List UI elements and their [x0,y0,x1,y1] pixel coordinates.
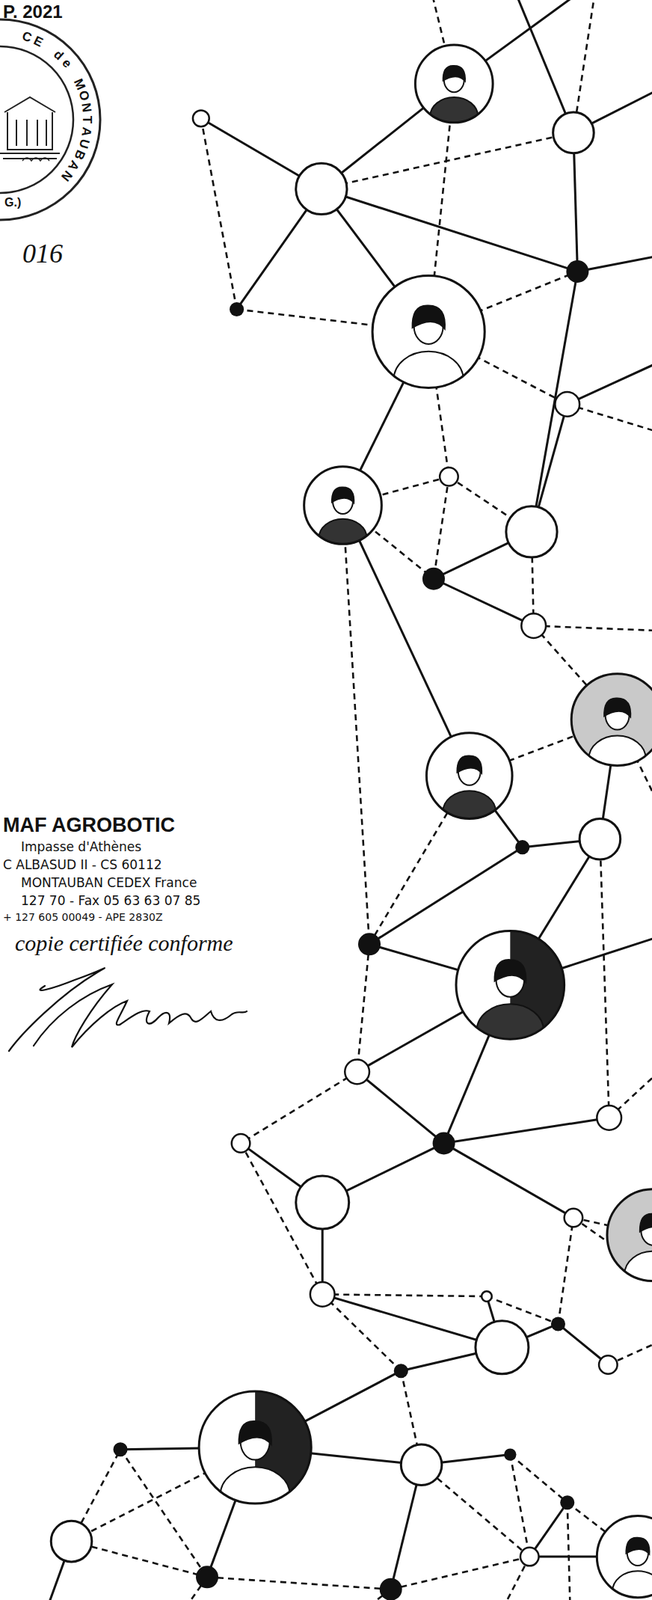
date-stamp: P. 2021 [2,1,63,23]
filled-dot [515,839,530,854]
solid-link [369,847,523,945]
open-node [553,112,595,154]
avatar-icon [571,673,652,782]
stamp-text: G.) [4,195,21,210]
filled-dot [195,1564,219,1588]
open-node [50,1520,92,1562]
stamp-text: CE de MONTAUBAN [0,0,150,225]
dashed-link [207,1576,392,1589]
avatar-icon [596,1514,652,1600]
open-node [564,1208,584,1227]
open-node [521,613,546,638]
filled-dot [432,1131,456,1154]
open-node [192,109,210,127]
open-node [481,1290,492,1302]
avatar-icon [456,930,565,1059]
dashed-link [599,838,609,1118]
registration-line: + 127 605 00049 - APE 2830Z [2,910,163,923]
handwritten-number: 016 [22,237,63,270]
avatar-icon [414,44,493,137]
stamp-building [0,97,60,161]
dashed-link [305,1588,391,1600]
open-node [310,1281,335,1307]
open-node [506,506,558,558]
open-node [598,1354,618,1374]
avatar-icon [607,1188,652,1297]
open-node [554,391,580,417]
dashed-link [343,504,370,944]
open-node [231,1133,251,1153]
filled-dot [394,1363,409,1378]
filled-dot [358,932,381,955]
filled-dot [112,1441,128,1456]
solid-link [321,188,578,272]
solid-link [444,1117,610,1143]
dashed-link [567,1502,572,1600]
dashed-link [567,403,652,449]
solid-link [444,1142,574,1218]
dashed-link [357,943,370,1072]
address-line: Impasse d'Athènes [20,838,142,854]
solid-link [567,336,652,404]
dashed-link [509,1454,530,1556]
dashed-link [533,625,652,634]
open-node [439,467,459,487]
dashed-link [240,1071,358,1144]
solid-link [322,1293,502,1347]
dashed-link [433,476,449,578]
solid-link [433,578,534,626]
filled-dot [422,567,445,590]
network-lines [30,0,652,1600]
open-node [579,817,621,860]
solid-link [577,245,652,272]
solid-link [357,1071,445,1144]
open-node [596,1105,622,1130]
filled-dot [560,1494,575,1509]
open-node [520,1547,540,1566]
filled-dot [503,1447,516,1460]
open-node [296,1175,350,1229]
solid-link [343,504,470,776]
filled-dot [566,260,589,283]
filled-dot [551,1315,566,1331]
address-line: 127 70 - Fax 05 63 63 07 85 [20,892,201,908]
avatar-icon [426,732,513,834]
dashed-link [201,118,238,309]
open-node [400,1443,442,1485]
stamp [0,19,101,220]
dashed-link [321,132,574,189]
address-line: MONTAUBAN CEDEX France [20,874,197,890]
dashed-link [486,1295,559,1324]
open-node [475,1320,529,1374]
stamp-ring [0,19,101,220]
dashed-link [509,1454,567,1503]
filled-dot [379,1577,403,1600]
filled-dot [229,302,244,317]
dashed-link [557,1217,573,1324]
avatar-icon [372,275,485,407]
dashed-link [322,1293,401,1370]
address-line: C ALBASUD II - CS 60112 [2,856,163,872]
signature [8,967,247,1051]
dashed-link [609,1020,652,1118]
company-name: MAF AGROBOTIC [2,813,175,837]
open-node [296,163,347,214]
dashed-link [322,1293,487,1296]
open-node [344,1058,370,1084]
handwritten-note: copie certifiée conforme [14,930,234,956]
dashed-link [391,1555,531,1589]
avatar-icon [304,466,383,558]
avatar-icon [198,1390,312,1523]
